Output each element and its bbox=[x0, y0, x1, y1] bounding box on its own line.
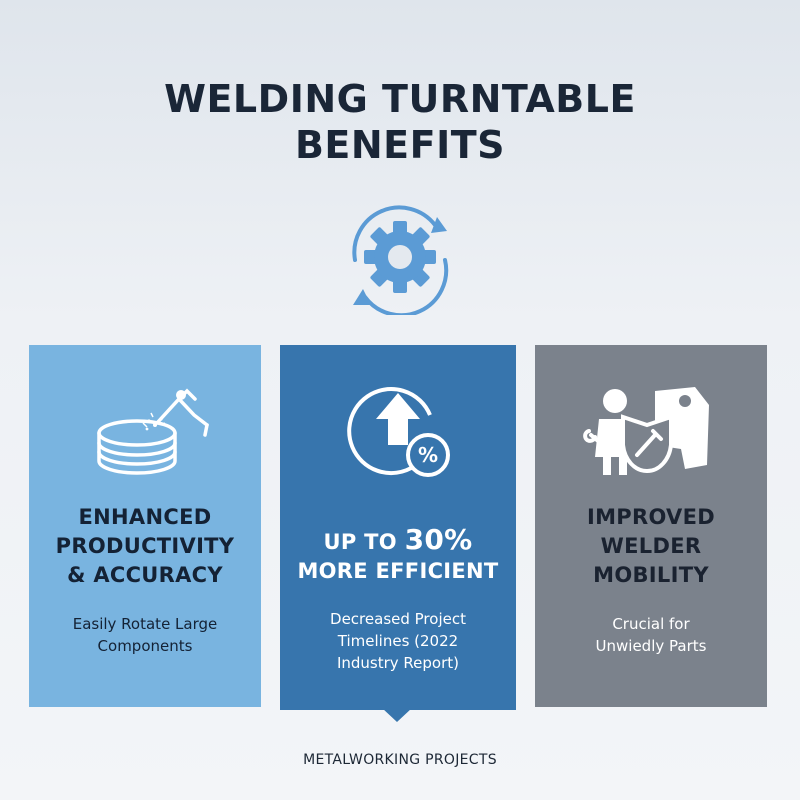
welder-safety-shield-icon bbox=[583, 387, 709, 475]
card-description: Decreased Project Timelines (2022 Indust… bbox=[280, 608, 516, 674]
body-line: Unwiedly Parts bbox=[595, 637, 707, 655]
benefit-card-mobility: IMPROVED WELDER MOBILITY Crucial for Unw… bbox=[535, 345, 767, 707]
card-pointer bbox=[382, 708, 412, 722]
heading-line: ENHANCED bbox=[78, 505, 212, 529]
title-line-1: WELDING TURNTABLE bbox=[164, 77, 636, 121]
card-description: Easily Rotate Large Components bbox=[29, 613, 261, 657]
efficiency-arrow-percent-icon: % bbox=[347, 387, 450, 477]
benefit-card-productivity: ENHANCED PRODUCTIVITY & ACCURACY Easily … bbox=[29, 345, 261, 707]
card-heading: UP TO 30% MORE EFFICIENT bbox=[280, 525, 516, 586]
body-line: Components bbox=[97, 637, 193, 655]
card-heading: ENHANCED PRODUCTIVITY & ACCURACY bbox=[29, 503, 261, 590]
heading-line: PRODUCTIVITY bbox=[55, 534, 235, 558]
heading-line: MORE EFFICIENT bbox=[297, 559, 499, 583]
heading-prefix: UP TO bbox=[323, 530, 405, 554]
title-line-2: BENEFITS bbox=[294, 123, 506, 167]
heading-highlight: 30% bbox=[404, 523, 473, 556]
heading-line: UP TO 30% bbox=[280, 525, 516, 557]
body-line: Decreased Project bbox=[330, 610, 466, 628]
page-title: WELDING TURNTABLE BENEFITS bbox=[0, 76, 800, 168]
welding-turntable-icon bbox=[97, 388, 209, 475]
benefit-card-efficiency: % UP TO 30% MORE EFFICIENT Decreased Pro… bbox=[280, 345, 516, 710]
gear-rotate-icon bbox=[352, 205, 449, 315]
heading-line: WELDER bbox=[600, 534, 702, 558]
body-line: Crucial for bbox=[612, 615, 690, 633]
heading-line: & ACCURACY bbox=[67, 563, 223, 587]
body-line: Easily Rotate Large bbox=[72, 615, 218, 633]
body-line: Timelines (2022 bbox=[337, 632, 459, 650]
heading-line: MOBILITY bbox=[593, 563, 709, 587]
card-heading: IMPROVED WELDER MOBILITY bbox=[535, 503, 767, 590]
body-line: Industry Report) bbox=[336, 654, 460, 672]
heading-line: IMPROVED bbox=[587, 505, 715, 529]
card-description: Crucial for Unwiedly Parts bbox=[535, 613, 767, 657]
svg-text:%: % bbox=[418, 443, 438, 467]
footer-caption: METALWORKING PROJECTS bbox=[303, 752, 497, 768]
